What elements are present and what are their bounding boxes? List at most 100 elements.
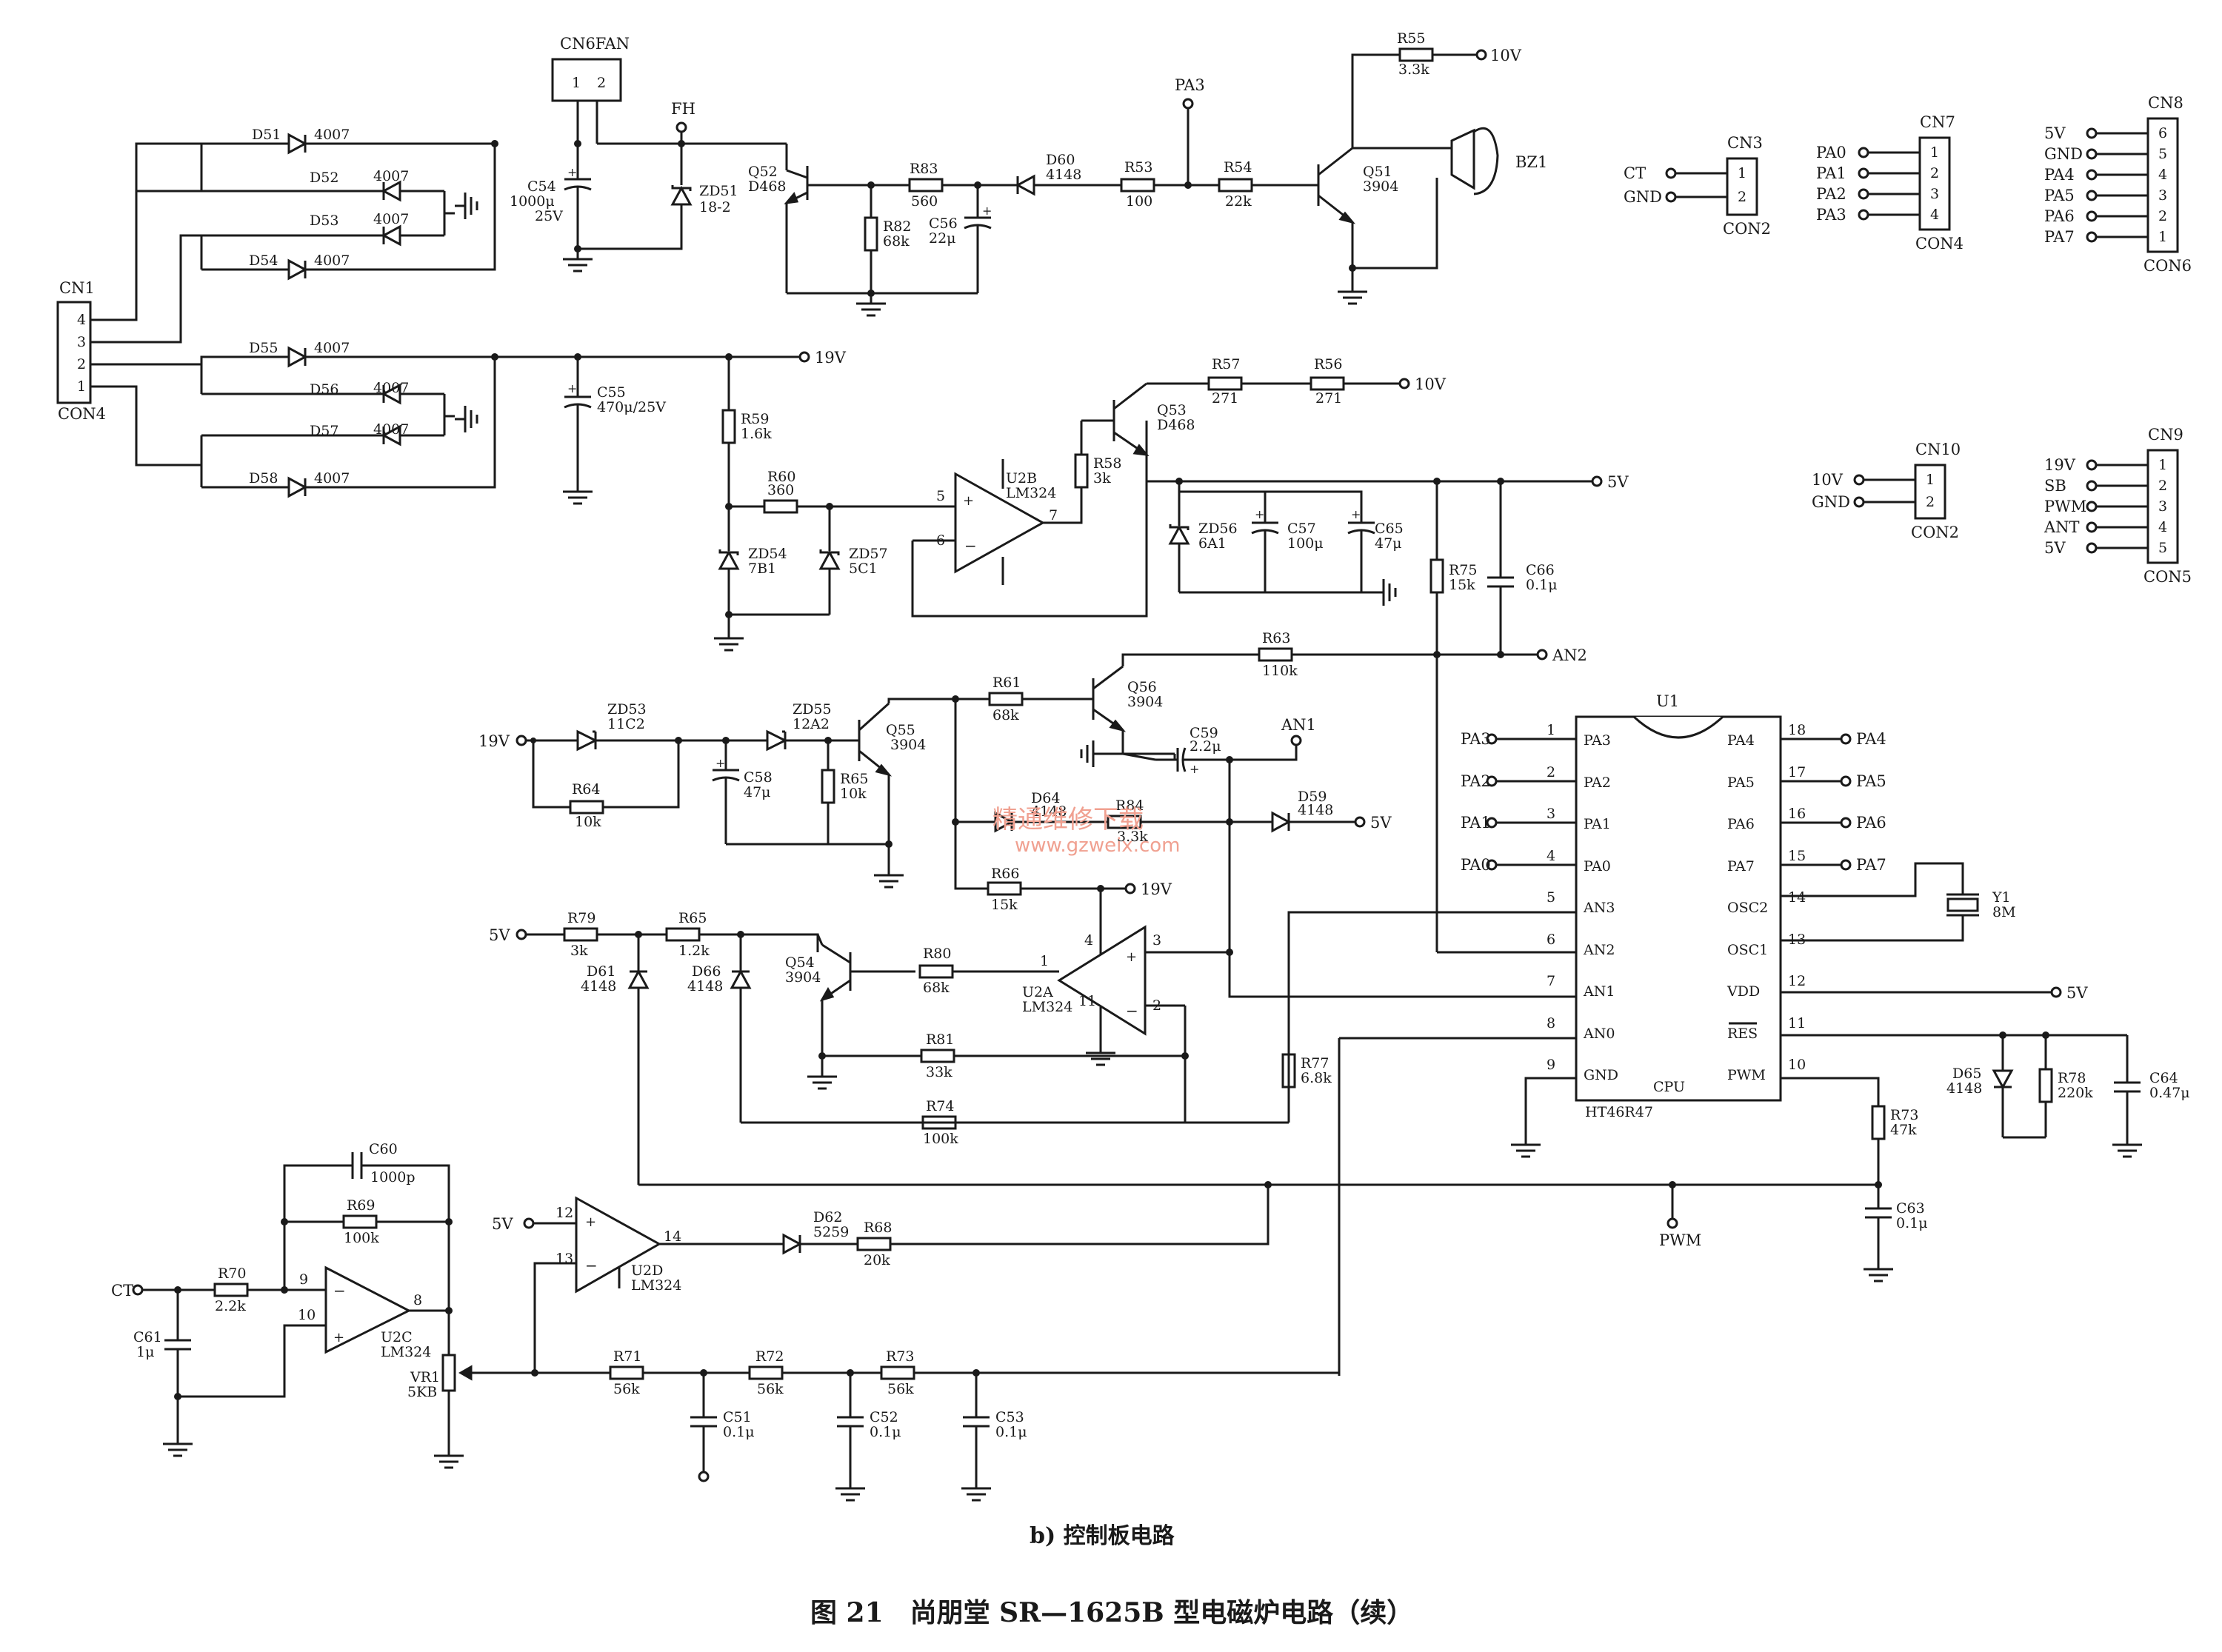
mcu-pin-number: 10 [1788, 1057, 1806, 1073]
transistor-q52: Q52 D468 [741, 142, 871, 293]
r75-ref: R75 [1449, 562, 1477, 578]
r77-val: 6.8k [1301, 1070, 1332, 1086]
mcu-pin-terminal [1840, 733, 1852, 745]
cn9-terminal [2086, 521, 2098, 533]
r75-val: 15k [1449, 577, 1475, 593]
r69-val: 100k [344, 1230, 379, 1246]
cn10-terminal [1853, 496, 1865, 508]
d57-val: 4007 [373, 421, 409, 438]
an1-label: AN1 [1281, 716, 1316, 734]
cn1-pin4: 4 [77, 312, 86, 328]
u1-cpu-label: CPU [1653, 1079, 1685, 1095]
r74-ref: R74 [926, 1098, 954, 1114]
opamp-u2a: +− 3 2 1 4 11 U2A LM324 [1022, 889, 1230, 1043]
buzzer-bz1: BZ1 [1352, 127, 1547, 270]
cn3-pin: 1 [1738, 165, 1746, 181]
transistor-q53: Q53 D468 [1081, 382, 1592, 483]
mcu-pin-name: VDD [1726, 983, 1760, 1000]
mcu-pin-name: AN1 [1583, 983, 1615, 1000]
svg-text:−: − [333, 1282, 346, 1300]
zd51-val: 18-2 [699, 199, 731, 215]
q53-ref: Q53 [1157, 402, 1187, 418]
r55-10v-label: 10V [1490, 47, 1522, 64]
r83-ref: R83 [910, 161, 938, 177]
r53-val: 100 [1126, 193, 1152, 210]
c60-ref: C60 [369, 1141, 398, 1157]
bz1-label: BZ1 [1515, 153, 1547, 171]
mcu-pin-net: PA5 [1856, 772, 1886, 790]
cn10-body [1914, 464, 1946, 520]
pwm-node-label: PWM [1659, 1231, 1701, 1249]
r56-10v-label: 10V [1415, 375, 1447, 393]
svg-text:−: − [964, 537, 977, 555]
d57-ref: D57 [310, 423, 338, 439]
cn10-pin: 2 [1926, 494, 1935, 510]
cn7-type: CON4 [1915, 235, 1964, 253]
r60-ref: R60 [767, 469, 795, 485]
cn7-pin: 2 [1930, 165, 1939, 181]
cn7-terminal [1858, 147, 1869, 158]
d51-val: 4007 [314, 127, 350, 143]
pwm-node: PWM [1659, 1185, 1701, 1249]
u2d-pin13: 13 [556, 1251, 573, 1267]
svg-text:+: + [982, 204, 992, 218]
cn6fan-pin1: 1 [572, 75, 581, 91]
q52-val: D468 [748, 178, 787, 195]
r58-val: 3k [1093, 470, 1111, 486]
mcu-pin-number: 1 [1547, 722, 1555, 738]
c54-ref: C54 [527, 178, 556, 195]
an2-label: AN2 [1552, 646, 1587, 664]
zd53-val: 11C2 [607, 716, 645, 732]
cn8-signal: PA4 [2044, 166, 2075, 184]
mcu-pin-name: AN0 [1583, 1026, 1615, 1042]
r61-ref: R61 [992, 675, 1021, 691]
mcu-pin-name: RES [1727, 1026, 1758, 1042]
mcu-pin-net: PA1 [1461, 814, 1491, 832]
mcu-pin-name: GND [1584, 1067, 1618, 1083]
cn7-body [1918, 136, 1951, 231]
r54-ref: R54 [1224, 159, 1252, 175]
r84-ref: R84 [1115, 797, 1144, 814]
mcu-pin-number: 16 [1788, 806, 1806, 822]
d60-val: 4148 [1046, 167, 1081, 183]
mcu-pin-number: 3 [1547, 806, 1555, 822]
u2d-5v-label: 5V [492, 1215, 513, 1233]
q55-val: 3904 [890, 737, 926, 753]
u2b-pin7: 7 [1049, 507, 1058, 524]
d56-ref: D56 [310, 381, 338, 398]
rectifier-wires-bottom [90, 355, 785, 489]
c52-val: 0.1μ [870, 1424, 901, 1440]
mcu-pin-name: PA3 [1584, 732, 1611, 749]
u2a-5v-label: 5V [489, 926, 510, 944]
c64-ref: C64 [2149, 1070, 2178, 1086]
r66-ref: R66 [991, 866, 1019, 882]
cn7-terminal [1858, 167, 1869, 179]
cn7-signal: PA3 [1816, 206, 1846, 224]
d64-val: 4148 [1031, 803, 1067, 820]
r73b-val: 47k [1890, 1122, 1917, 1138]
r71-val: 56k [613, 1381, 640, 1397]
zd54-val: 7B1 [748, 561, 776, 577]
crystal-y1: Y1 8M [1781, 862, 2016, 942]
d59-val: 4148 [1298, 802, 1333, 818]
c57-ref: C57 [1287, 521, 1316, 537]
cn9-label: CN9 [2148, 426, 2183, 444]
cn3-terminal [1665, 167, 1677, 179]
d62-val: 5259 [813, 1224, 849, 1240]
